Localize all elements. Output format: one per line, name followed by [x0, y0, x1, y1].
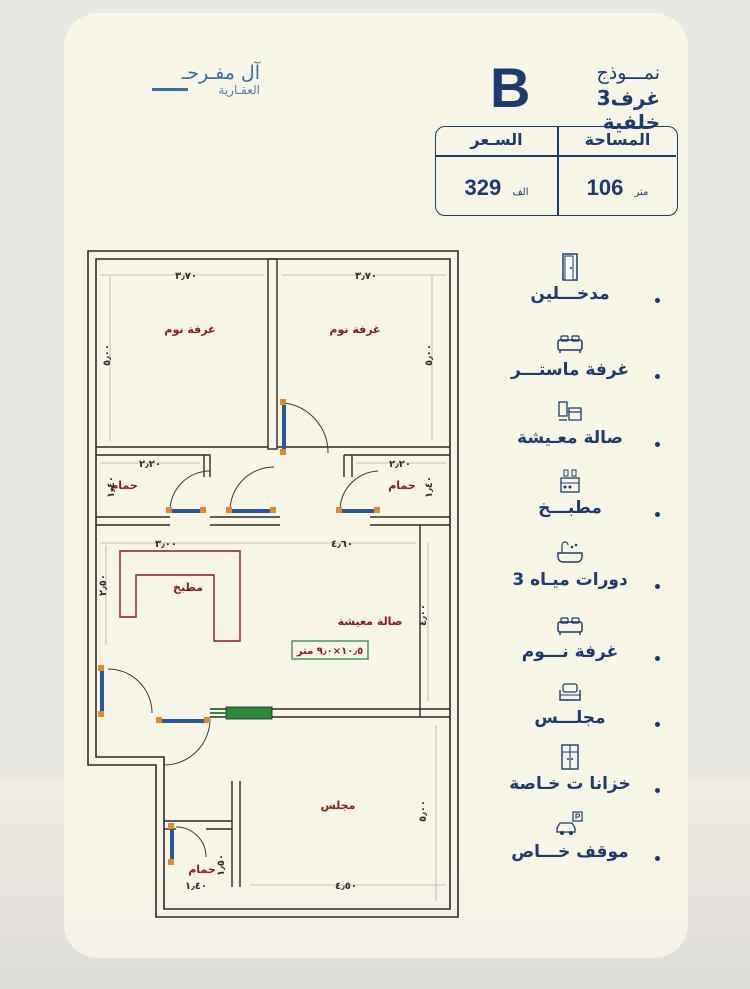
bullet-dot [655, 298, 660, 303]
area-unit: متر [634, 187, 649, 198]
room-label-bath-bottom: حمام [188, 863, 216, 876]
dim-living-width: ٤٫٦٠ [331, 539, 353, 550]
room-label-majlis: مجلس [321, 799, 356, 812]
sofa-icon [559, 683, 581, 701]
listing-card [64, 13, 688, 958]
feature-kitchen: مطبـــخ [470, 466, 670, 518]
dim-bath-right-width: ٢٫٢٠ [389, 459, 411, 470]
info-table: المساحة السـعر متر 106 الف 329 [435, 126, 678, 216]
bullet-dot [655, 512, 660, 517]
feature-entrances: مدخـــلين [470, 252, 670, 304]
brand-name: آل مفـرحـ [181, 62, 260, 84]
feature-label: موقف خـــاص [511, 842, 629, 862]
feature-label: غرفة نـــوم [521, 642, 619, 662]
room-label-bedroom-right: غرفة نوم [329, 323, 380, 336]
dim-majlis-height: ٥٫٠٠ [418, 800, 429, 822]
dim-kitchen-height: ٢٫٥٠ [98, 574, 109, 596]
wardrobe-icon [561, 744, 579, 770]
table-divider-vertical [557, 127, 559, 215]
bullet-dot [655, 788, 660, 793]
kitchen-icon [560, 469, 580, 493]
door-swings [107, 402, 379, 858]
dimension-lines [100, 274, 446, 901]
dim-bedroom-right-height: ٥٫٠٠ [424, 344, 435, 366]
dim-living-height: ٤٫٠٠ [418, 604, 429, 626]
model-title-line1: نمـــوذج [596, 62, 660, 84]
floor-plan: غرفة نوم غرفة نوم حمام حمام مطبخ صالة مع… [87, 250, 459, 918]
area-header: المساحة [584, 130, 651, 149]
dim-bedroom-left-height: ٥٫٠٠ [102, 344, 113, 366]
parking-icon [556, 811, 583, 835]
room-label-bedroom-left: غرفة نوم [164, 323, 215, 336]
bullet-dot [655, 584, 660, 589]
feature-parking: موقف خـــاص [470, 810, 670, 862]
room-label-bath-right: حمام [388, 479, 416, 492]
door-hinges [98, 399, 380, 865]
feature-wardrobes: خزانا ت خـاصة [470, 742, 670, 794]
price-unit: الف [512, 187, 529, 198]
feature-bedroom: غرفة نـــوم [470, 610, 670, 662]
feature-majlis: مجلـــس [470, 676, 670, 728]
dim-bath-left-height: ١٫٤٠ [106, 476, 117, 498]
feature-living-room: صالة معـيشة [470, 396, 670, 448]
brand-logo: آل مفـرحـ العقـارية [150, 62, 260, 97]
bullet-dot [655, 374, 660, 379]
feature-bathrooms: 3 دورات ميـاه [470, 538, 670, 590]
feature-label: غرفة ماستـــر [510, 360, 630, 380]
dim-bedroom-left-width: ٣٫٧٠ [175, 271, 197, 282]
dim-bath-bottom-width: ١٫٤٠ [185, 881, 207, 892]
dim-bath-bottom-height: ١٫٥٠ [216, 854, 227, 876]
feature-label: مجلـــس [534, 708, 606, 728]
model-title: نمـــوذج 3غرف خلفية [540, 62, 660, 134]
living-area-text: ١٠٫٥×٩٫٠ متر [296, 646, 363, 657]
model-letter: B [490, 56, 531, 119]
bed-icon [557, 335, 583, 353]
feature-label: مطبـــخ [538, 498, 602, 518]
dim-bath-left-width: ٢٫٢٠ [139, 459, 161, 470]
dim-bedroom-right-width: ٣٫٧٠ [355, 271, 377, 282]
price-header: السـعر [470, 130, 523, 149]
dim-majlis-width: ٤٫٥٠ [335, 881, 357, 892]
bed-icon [557, 617, 583, 635]
bullet-dot [655, 442, 660, 447]
dim-kitchen-width: ٣٫٠٠ [155, 539, 177, 550]
bullet-dot [655, 722, 660, 727]
room-label-kitchen: مطبخ [173, 581, 203, 594]
feature-label: صالة معـيشة [517, 428, 623, 448]
interior-walls [96, 258, 450, 887]
bathtub-icon [557, 541, 583, 563]
room-label-living: صالة معيشة [338, 615, 403, 628]
model-title-line2: 3غرف خلفية [596, 86, 660, 134]
door-icon [562, 253, 578, 281]
door-leaves [100, 405, 378, 863]
price-value-cell: الف 329 [436, 175, 557, 201]
price-value: 329 [464, 175, 502, 200]
outer-walls [87, 250, 459, 918]
area-value-cell: متر 106 [557, 175, 678, 201]
room-label-bath-left: حمام [110, 479, 138, 492]
window-marker [210, 706, 273, 720]
bullet-dot [655, 856, 660, 861]
feature-label: مدخـــلين [530, 284, 610, 304]
dim-bath-right-height: ١٫٤٠ [424, 476, 435, 498]
living-room-icon [558, 401, 582, 421]
feature-master-room: غرفة ماستـــر [470, 328, 670, 380]
table-divider-horizontal [436, 155, 676, 157]
bullet-dot [655, 656, 660, 661]
brand-underline [152, 88, 188, 91]
feature-label: خزانا ت خـاصة [509, 774, 631, 794]
feature-label: 3 دورات ميـاه [512, 570, 628, 590]
living-area-badge: ١٠٫٥×٩٫٠ متر [291, 640, 369, 660]
brand-subtitle: العقـارية [218, 83, 260, 97]
area-value: 106 [586, 175, 624, 200]
